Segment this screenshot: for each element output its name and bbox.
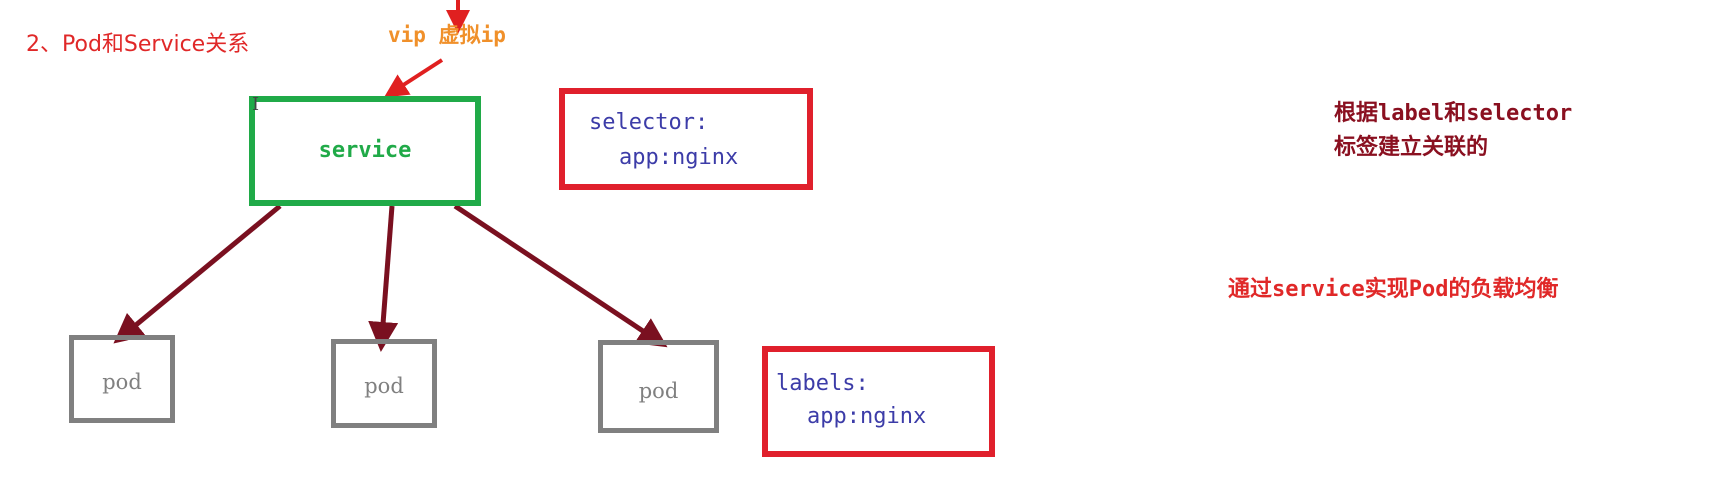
vip-arrow [383, 58, 444, 98]
pod-label-2: pod [364, 374, 404, 398]
selector-box: selector: app:nginx [559, 88, 813, 190]
service-box: service [249, 96, 481, 206]
service-to-pod2-arrow [368, 205, 399, 352]
relation-note: 根据label和selector 标签建立关联的 [1334, 97, 1572, 165]
service-label: service [318, 138, 412, 163]
selector-key: selector: [589, 110, 709, 135]
labels-box: labels: app:nginx [762, 346, 995, 457]
labels-key: labels: [776, 371, 869, 396]
page-title: 2、Pod和Service关系 [26, 32, 250, 57]
pod-box-1: pod [69, 335, 175, 423]
relation-note-line2: 标签建立关联的 [1334, 135, 1489, 160]
pod-box-2: pod [331, 339, 437, 428]
pod-label-1: pod [102, 370, 142, 394]
vip-label: vip 虚拟ip [388, 23, 506, 47]
service-to-pod3-arrow [453, 203, 668, 348]
relation-note-line1: 根据label和selector [1334, 101, 1573, 126]
pod-box-3: pod [598, 340, 719, 433]
load-balance-note: 通过service实现Pod的负载均衡 [1228, 277, 1559, 302]
selector-value: app:nginx [619, 145, 739, 170]
text-cursor-icon: I [252, 94, 260, 115]
service-to-pod1-arrow [113, 204, 282, 344]
labels-value: app:nginx [807, 404, 927, 429]
pod-label-3: pod [638, 379, 679, 403]
